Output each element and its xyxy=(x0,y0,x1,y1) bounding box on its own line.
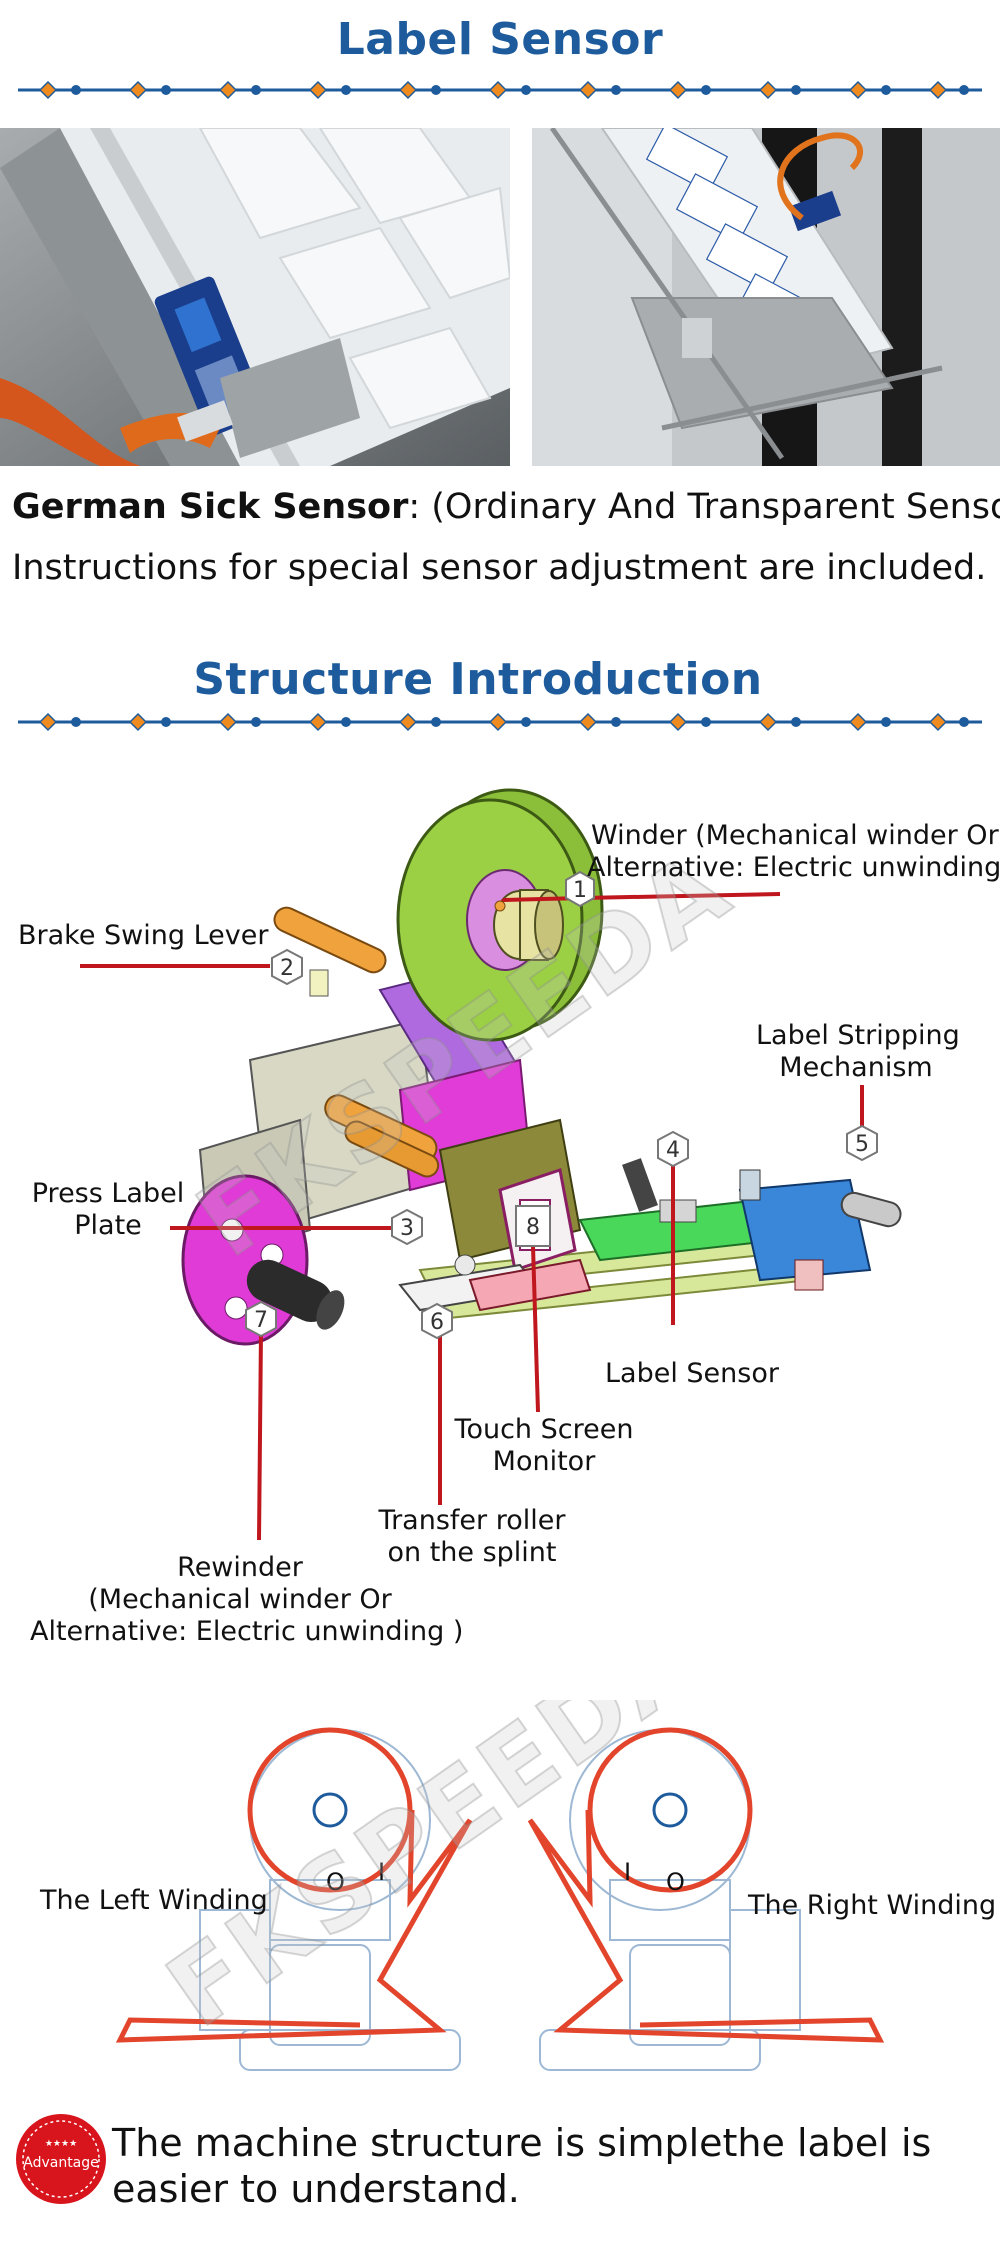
callout-brake-swing-lever: Brake Swing Lever xyxy=(18,920,269,951)
marker-1-number: 1 xyxy=(573,878,587,903)
callout-rewinder-line3: Alternative: Electric unwinding ) xyxy=(30,1616,464,1647)
structure-introduction-title: Structure Introduction xyxy=(193,654,763,705)
machine-structure-diagram: 1 2 3 4 5 6 7 8 FKSPEEDA xyxy=(80,788,902,1541)
advantage-badge: ★★★★ Advantage xyxy=(16,2114,106,2204)
marker-2: 2 xyxy=(271,948,303,986)
advantage-badge-text: Advantage xyxy=(23,2155,99,2171)
callout-winder-line2: Alternative: Electric unwinding ) xyxy=(587,852,1000,883)
callout-transfer-roller-line2: on the splint xyxy=(387,1537,557,1568)
callout-label-stripping-line2: Mechanism xyxy=(779,1052,933,1083)
callout-transfer-roller: Transfer roller on the splint xyxy=(362,1505,582,1569)
marker-3: 3 xyxy=(391,1208,423,1246)
winding-diagram: O I O I FKSPEEDA xyxy=(115,1700,885,2071)
marker-4-number: 4 xyxy=(666,1138,680,1163)
marker-6: 6 xyxy=(421,1302,453,1340)
right-winding-label: The Right Winding xyxy=(748,1890,997,1921)
callout-label-stripping: Label Stripping Mechanism xyxy=(756,1020,960,1084)
callout-rewinder: Rewinder (Mechanical winder Or Alternati… xyxy=(30,1552,464,1648)
callout-rewinder-line2: (Mechanical winder Or xyxy=(88,1584,392,1615)
svg-text:★★★★: ★★★★ xyxy=(45,2139,77,2149)
structure-divider xyxy=(18,712,982,732)
callout-transfer-roller-line1: Transfer roller xyxy=(378,1505,566,1536)
marker-7: 7 xyxy=(245,1300,277,1338)
marker-2-number: 2 xyxy=(280,956,294,981)
winding-watermark: FKSPEEDA xyxy=(147,1700,722,2050)
callout-touch-screen: Touch Screen Monitor xyxy=(444,1414,644,1478)
marker-8: 8 xyxy=(515,1205,551,1247)
sensor-brand: German Sick Sensor xyxy=(12,487,409,527)
callout-press-label-plate-line1: Press Label xyxy=(31,1178,185,1209)
marker-3-number: 3 xyxy=(400,1216,414,1241)
marker-6-number: 6 xyxy=(430,1310,444,1335)
advantage-text: The machine structure is simplethe label… xyxy=(112,2121,932,2211)
marker-8-number: 8 xyxy=(526,1215,540,1240)
callout-press-label-plate-line2: Plate xyxy=(74,1210,142,1241)
title-divider xyxy=(18,80,982,100)
callout-label-stripping-line1: Label Stripping xyxy=(756,1020,960,1051)
sensor-photo-right xyxy=(532,128,1000,466)
marker-7-number: 7 xyxy=(254,1308,268,1333)
left-winding-label: The Left Winding xyxy=(40,1885,268,1916)
callout-rewinder-line1: Rewinder xyxy=(177,1552,303,1583)
marker-5-number: 5 xyxy=(855,1132,869,1157)
callout-touch-screen-line1: Touch Screen xyxy=(454,1414,634,1445)
label-sensor-title: Label Sensor xyxy=(336,14,664,65)
callout-touch-screen-line2: Monitor xyxy=(492,1446,596,1477)
callout-label-sensor: Label Sensor xyxy=(605,1358,779,1389)
sensor-description-line2: Instructions for special sensor adjustme… xyxy=(12,548,987,588)
sensor-type: : (Ordinary And Transparent Sensor) xyxy=(408,487,1000,527)
right-i-mark: I xyxy=(624,1858,631,1886)
callout-winder: Winder (Mechanical winder Or Alternative… xyxy=(587,820,1000,884)
marker-1: 1 xyxy=(565,870,595,908)
sensor-photo-left xyxy=(0,128,510,466)
left-i-mark: I xyxy=(378,1858,385,1886)
right-o-mark: O xyxy=(666,1868,685,1896)
sensor-description-line1: German Sick Sensor: (Ordinary And Transp… xyxy=(12,487,1000,527)
callout-press-label-plate: Press Label Plate xyxy=(28,1178,188,1242)
left-o-mark: O xyxy=(326,1868,345,1896)
marker-4: 4 xyxy=(657,1130,689,1168)
callout-winder-line1: Winder (Mechanical winder Or xyxy=(591,820,999,851)
marker-5: 5 xyxy=(846,1124,878,1162)
